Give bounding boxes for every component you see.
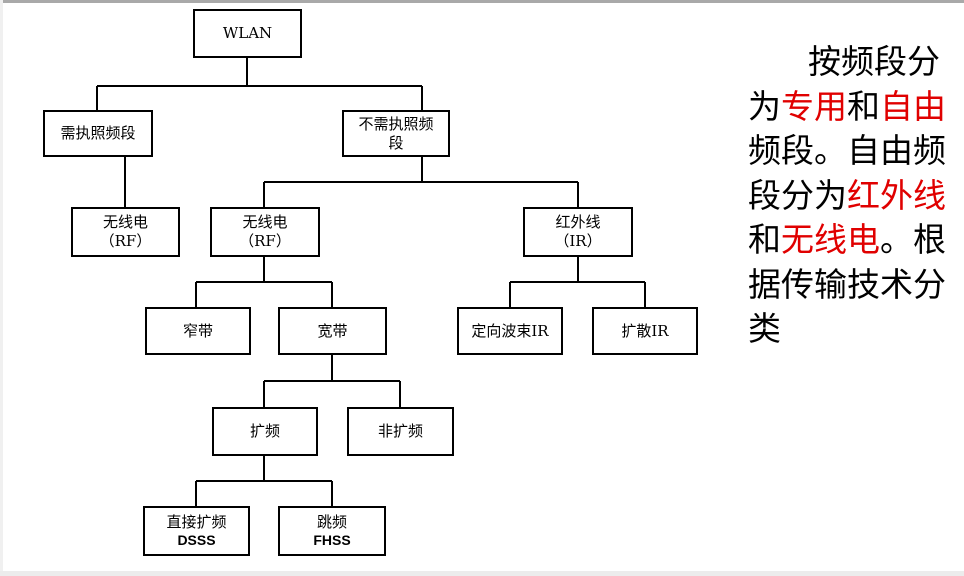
window-top-border	[0, 0, 964, 3]
desc-segment: 按频段	[808, 42, 907, 81]
node-infrared: 红外线 （IR）	[523, 207, 633, 257]
desc-segment: 和	[748, 220, 781, 259]
desc-segment: 频段。自由频段分为	[748, 131, 946, 215]
node-non-spread-spectrum: 非扩频	[347, 407, 454, 456]
node-spread-spectrum: 扩频	[212, 407, 318, 456]
node-radio-licensed: 无线电 （RF）	[71, 207, 180, 257]
node-label: 不需执照频	[358, 114, 434, 133]
desc-segment: 。根据传输技术分类	[748, 220, 946, 348]
node-diffuse-ir: 扩散IR	[592, 307, 698, 355]
node-label: WLAN	[222, 24, 273, 42]
window-bottom-border	[0, 571, 964, 576]
node-radio: 无线电 （RF）	[210, 207, 320, 257]
node-label: 直接扩频	[166, 513, 227, 531]
node-label: （RF）	[99, 232, 152, 250]
node-directed-ir: 定向波束IR	[457, 307, 563, 355]
node-label: 宽带	[317, 321, 348, 340]
node-label: FHSS	[313, 532, 351, 548]
node-label: 红外线	[555, 213, 601, 231]
desc-segment: 和	[847, 86, 880, 126]
node-label: 非扩频	[377, 422, 423, 440]
node-fhss: 跳频 FHSS	[278, 506, 386, 556]
node-wlan: WLAN	[193, 9, 302, 58]
node-label: （IR）	[554, 232, 602, 250]
node-label: 需执照频段	[60, 124, 136, 142]
node-label: 扩频	[249, 422, 280, 440]
node-label: DSSS	[177, 532, 216, 548]
description-text: 按频段分为专用和自由频段。自由频段分为红外线和无线电。根据传输技术分类	[748, 40, 953, 352]
desc-segment-highlight: 无线电	[781, 220, 880, 259]
node-unlicensed-band: 不需执照频 段	[342, 110, 450, 157]
node-label: （RF）	[239, 232, 291, 250]
node-label: 无线电	[102, 213, 148, 231]
node-label: 无线电	[242, 213, 288, 231]
node-dsss: 直接扩频 DSSS	[143, 506, 250, 556]
node-wideband: 宽带	[278, 307, 387, 355]
node-label: 定向波束IR	[471, 321, 549, 340]
desc-segment-highlight: 红外线	[847, 175, 946, 215]
desc-segment-highlight: 自由	[880, 86, 946, 126]
node-label: 段	[388, 133, 404, 152]
node-licensed-band: 需执照频段	[43, 110, 153, 157]
node-narrowband: 窄带	[145, 307, 251, 355]
node-label: 跳频	[316, 513, 347, 531]
desc-segment: 分为	[748, 42, 940, 126]
window-left-border	[0, 0, 3, 576]
desc-segment-highlight: 专用	[781, 86, 847, 126]
node-label: 扩散IR	[621, 321, 669, 340]
node-label: 窄带	[182, 321, 213, 340]
